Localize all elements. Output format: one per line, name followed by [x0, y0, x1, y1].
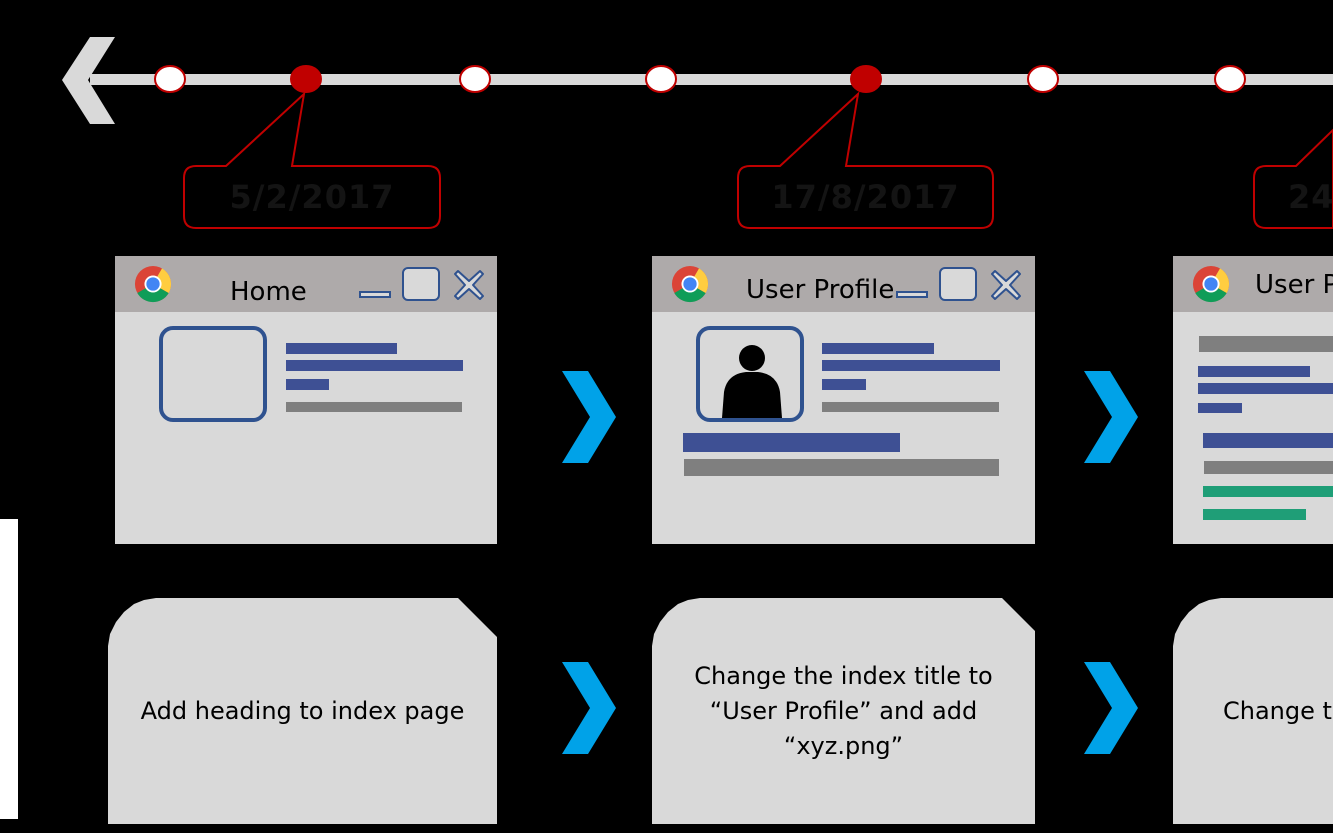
- milestone-dot[interactable]: [1214, 65, 1246, 93]
- milestone-dot-highlighted[interactable]: [290, 65, 322, 93]
- change-note: Add heading to index page: [108, 598, 497, 824]
- browser-window-user-profile: User Profile: [652, 256, 1035, 544]
- window-title: User P: [1255, 270, 1333, 300]
- next-chevron-icon[interactable]: [560, 371, 616, 463]
- maximize-icon[interactable]: [402, 267, 440, 301]
- window-title: User Profile: [746, 275, 895, 305]
- back-arrow-icon[interactable]: [62, 37, 115, 124]
- content-bar: [683, 433, 900, 452]
- content-bar: [1198, 366, 1310, 377]
- milestone-dot[interactable]: [459, 65, 491, 93]
- content-bar: [286, 402, 462, 412]
- content-bar: [822, 402, 999, 412]
- content-bar: [822, 379, 866, 390]
- browser-logo-icon: [671, 265, 709, 303]
- change-note-text: Change th: [1223, 696, 1333, 725]
- content-bar: [684, 459, 999, 476]
- window-titlebar: Home: [115, 256, 497, 312]
- person-icon: [722, 345, 782, 418]
- content-bar: [1203, 486, 1333, 497]
- maximize-icon[interactable]: [939, 267, 977, 301]
- close-icon[interactable]: [989, 268, 1023, 302]
- date-label: 24: [1288, 178, 1333, 216]
- milestone-dot[interactable]: [154, 65, 186, 93]
- minimize-icon[interactable]: [896, 291, 928, 298]
- content-bar: [1204, 461, 1333, 474]
- change-note-line: “xyz.png”: [783, 731, 904, 760]
- next-chevron-icon[interactable]: [560, 662, 616, 754]
- change-note-text: Add heading to index page: [140, 696, 465, 725]
- content-bar: [1199, 336, 1333, 352]
- content-bar: [1198, 383, 1333, 394]
- window-titlebar: User Profile: [652, 256, 1035, 312]
- date-label: 5/2/2017: [229, 178, 395, 216]
- content-bar: [286, 379, 329, 390]
- next-chevron-icon[interactable]: [1082, 371, 1138, 463]
- browser-window-home: Home: [115, 256, 497, 544]
- date-label: 17/8/2017: [771, 178, 960, 216]
- change-note-text: Change the index title to “User Profile”…: [682, 659, 1004, 764]
- browser-logo-icon: [1192, 265, 1230, 303]
- content-bar: [822, 343, 934, 354]
- browser-window-partial: User P: [1173, 256, 1333, 544]
- milestone-dot-highlighted[interactable]: [850, 65, 882, 93]
- next-chevron-icon[interactable]: [1082, 662, 1138, 754]
- change-note-line: Change the index title to: [694, 661, 993, 690]
- browser-logo-icon: [134, 265, 172, 303]
- close-icon[interactable]: [452, 268, 486, 302]
- date-callout: [1253, 128, 1333, 229]
- avatar-frame: [696, 326, 804, 422]
- content-bar: [286, 343, 397, 354]
- content-bar: [1203, 433, 1333, 448]
- change-note-line: “User Profile” and add: [709, 696, 978, 725]
- minimize-icon[interactable]: [359, 291, 391, 298]
- content-bar: [286, 360, 463, 371]
- date-callout: [183, 91, 441, 229]
- window-title: Home: [230, 277, 307, 307]
- milestone-dot[interactable]: [645, 65, 677, 93]
- content-bar: [1203, 509, 1306, 520]
- side-panel-edge: [0, 519, 18, 819]
- content-bar: [822, 360, 1000, 371]
- milestone-dot[interactable]: [1027, 65, 1059, 93]
- date-callout: [737, 91, 994, 229]
- window-titlebar: User P: [1173, 256, 1333, 312]
- timeline-line: [90, 74, 1333, 85]
- change-note: Change the index title to “User Profile”…: [652, 598, 1035, 824]
- avatar-placeholder: [159, 326, 267, 422]
- content-bar: [1198, 403, 1242, 413]
- change-note: Change th: [1173, 598, 1333, 824]
